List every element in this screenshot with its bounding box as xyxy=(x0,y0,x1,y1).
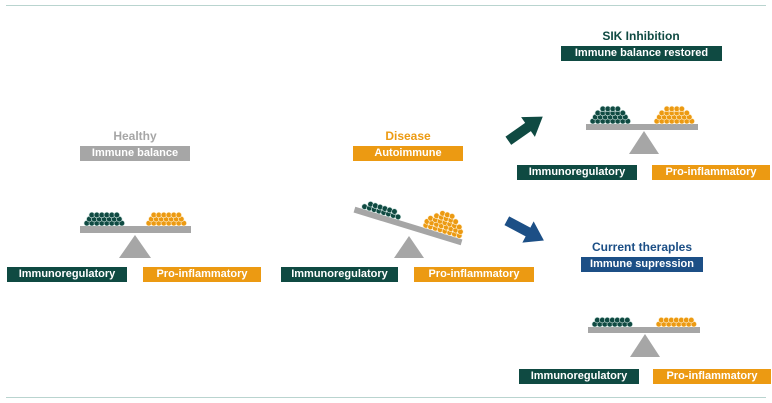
sik-beam xyxy=(586,124,698,130)
disease-immunoregulatory-cells xyxy=(361,201,402,220)
current-scale xyxy=(588,317,700,357)
healthy-immunoregulatory-cells xyxy=(83,211,125,227)
cell-dot xyxy=(394,213,402,220)
arrow-up-right-icon xyxy=(505,116,543,145)
sik-subtitle-tag: Immune balance restored xyxy=(561,46,722,61)
cell-dot xyxy=(619,109,626,117)
cell-dot xyxy=(688,317,695,324)
current-immunoregulatory-label: Immunoregulatory xyxy=(519,369,639,384)
sik-proinflammatory-cells xyxy=(653,105,695,125)
arrow-down-right-icon xyxy=(504,216,544,243)
healthy-scale xyxy=(80,211,191,258)
current-title: Current theraples xyxy=(591,240,693,254)
disease-immunoregulatory-label: Immunoregulatory xyxy=(281,267,398,282)
healthy-subtitle-tag: Immune balance xyxy=(80,146,190,161)
disease-scale xyxy=(353,201,464,258)
cell-dot xyxy=(113,211,120,219)
cell-dot xyxy=(678,105,685,112)
healthy-proinflammatory-cells xyxy=(145,211,187,227)
cell-dot xyxy=(456,223,463,231)
sik-fulcrum xyxy=(629,131,659,154)
current-proinflammatory-cells xyxy=(655,317,697,328)
sik-immunoregulatory-cells xyxy=(589,105,631,125)
sik-scale xyxy=(586,105,698,154)
current-proinflammatory-label: Pro-inflammatory xyxy=(653,369,771,384)
current-fulcrum xyxy=(630,334,660,357)
healthy-beam xyxy=(80,226,191,233)
disease-subtitle-tag: Autoimmune xyxy=(353,146,463,161)
healthy-fulcrum xyxy=(119,235,151,258)
sik-proinflammatory-label: Pro-inflammatory xyxy=(652,165,770,180)
cell-dot xyxy=(452,218,459,225)
cell-dot xyxy=(683,109,690,117)
cell-dot xyxy=(624,317,631,324)
current-beam xyxy=(588,327,700,333)
disease-proinflammatory-cells xyxy=(422,210,464,239)
bottom-rule xyxy=(6,397,766,398)
healthy-immunoregulatory-label: Immunoregulatory xyxy=(7,267,127,282)
cell-dot xyxy=(614,105,621,112)
sik-title: SIK Inhibition xyxy=(602,29,680,43)
disease-title: Disease xyxy=(385,129,431,143)
disease-proinflammatory-label: Pro-inflammatory xyxy=(414,267,534,282)
top-rule xyxy=(6,5,766,6)
healthy-proinflammatory-label: Pro-inflammatory xyxy=(143,267,261,282)
sik-immunoregulatory-label: Immunoregulatory xyxy=(517,165,637,180)
disease-beam xyxy=(353,206,463,246)
current-immunoregulatory-cells xyxy=(591,317,633,328)
cell-dot xyxy=(448,213,456,220)
cell-dot xyxy=(391,208,398,215)
current-subtitle-tag: Immune supression xyxy=(581,257,703,272)
cell-dot xyxy=(175,211,182,219)
disease-fulcrum xyxy=(394,236,424,258)
healthy-title: Healthy xyxy=(113,129,157,143)
